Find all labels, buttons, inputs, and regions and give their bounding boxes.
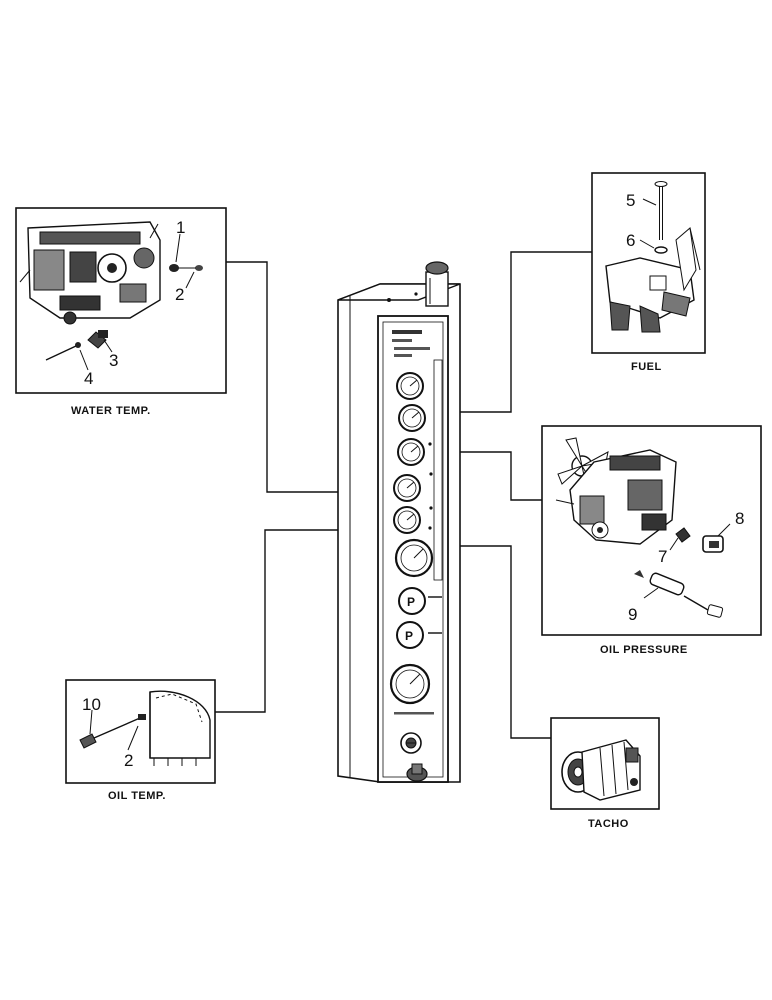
svg-text:P: P xyxy=(405,629,413,643)
gauge-pressure-1: P xyxy=(398,587,426,615)
water-temp-engine-illustration xyxy=(19,221,161,325)
fuel-callout-6: 6 xyxy=(626,231,635,250)
connector-lines xyxy=(215,251,592,739)
water-temp-callout-1: 1 xyxy=(176,218,185,237)
oil-temp-sump-illustration xyxy=(149,690,211,766)
oil-temp-caption: OIL TEMP. xyxy=(108,790,166,802)
oil-temp-callout-2: 2 xyxy=(124,751,133,770)
oil-pressure-box: 8 7 9 xyxy=(541,425,762,636)
gauge-1 xyxy=(396,372,424,400)
oil-pressure-callout-8: 8 xyxy=(735,509,744,528)
fuel-tank-illustration xyxy=(605,181,701,333)
ignition-switch xyxy=(400,732,422,754)
tacho-box xyxy=(550,717,660,810)
water-temp-caption: WATER TEMP. xyxy=(71,405,151,417)
connector-tacho xyxy=(437,545,551,739)
water-temp-callout-3: 3 xyxy=(109,351,118,370)
fuel-callout-5: 5 xyxy=(626,191,635,210)
water-temp-box: 1 2 3 4 xyxy=(15,207,227,394)
oil-pressure-callout-9: 9 xyxy=(628,605,637,624)
svg-text:P: P xyxy=(407,595,415,609)
connector-oil-temp xyxy=(215,529,405,713)
gauge-pressure-2: P xyxy=(396,621,424,649)
water-temp-callout-2: 2 xyxy=(175,285,184,304)
gauge-4 xyxy=(393,474,421,502)
oil-pressure-engine-illustration xyxy=(555,437,677,545)
water-temp-callout-4: 4 xyxy=(84,369,93,388)
fuel-box: 5 6 xyxy=(591,172,706,354)
bottom-knob xyxy=(406,763,428,782)
tacho-caption: TACHO xyxy=(588,818,629,830)
oil-temp-box: 10 2 xyxy=(65,679,216,784)
alternator-illustration xyxy=(561,739,641,801)
oil-pressure-callout-7: 7 xyxy=(658,547,667,566)
fuel-caption: FUEL xyxy=(631,361,662,373)
instrument-panel: P P xyxy=(337,261,461,783)
oil-pressure-caption: OIL PRESSURE xyxy=(600,644,688,656)
gauge-2 xyxy=(398,404,426,432)
gauge-large-1 xyxy=(394,538,434,578)
connector-fuel xyxy=(428,251,592,413)
oil-temp-callout-10: 10 xyxy=(82,695,101,714)
gauge-large-2 xyxy=(389,663,431,705)
connector-oil-pressure xyxy=(428,451,542,501)
gauge-5 xyxy=(393,506,421,534)
connector-water-temp xyxy=(226,261,405,493)
gauge-3 xyxy=(397,438,425,466)
